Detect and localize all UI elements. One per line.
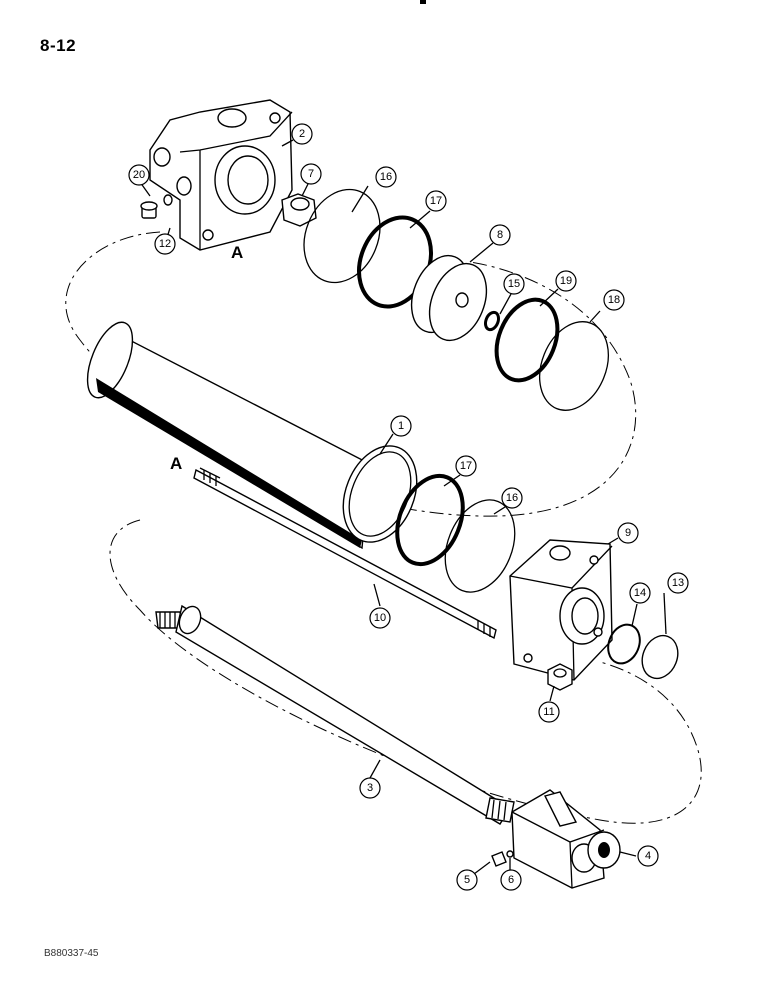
callout-3: 3 bbox=[359, 777, 381, 799]
svg-text:4: 4 bbox=[645, 850, 651, 862]
callout-6: 6 bbox=[500, 869, 522, 891]
svg-text:19: 19 bbox=[560, 275, 572, 287]
callout-1: 1 bbox=[390, 415, 412, 437]
callout-7: 7 bbox=[300, 163, 322, 185]
svg-text:2: 2 bbox=[299, 128, 305, 140]
svg-text:3: 3 bbox=[367, 782, 373, 794]
reference-letter-a-lower: A bbox=[170, 454, 182, 473]
plug-o-ring bbox=[163, 194, 173, 206]
svg-text:1: 1 bbox=[398, 420, 404, 432]
piston bbox=[410, 254, 488, 342]
callout-20: 20 bbox=[128, 164, 150, 186]
callout-8: 8 bbox=[489, 224, 511, 246]
piston-rod bbox=[155, 604, 515, 825]
callout-2: 2 bbox=[291, 123, 313, 145]
svg-text:8: 8 bbox=[497, 229, 503, 241]
callout-12: 12 bbox=[154, 233, 176, 255]
callout-10: 10 bbox=[369, 607, 391, 629]
set-screw bbox=[491, 851, 507, 867]
callout-17-lower: 17 bbox=[455, 455, 477, 477]
piston-o-ring-small bbox=[483, 310, 501, 332]
svg-text:15: 15 bbox=[508, 278, 520, 290]
rod-end-cap bbox=[509, 539, 613, 681]
svg-text:16: 16 bbox=[506, 492, 518, 504]
piston-nut bbox=[281, 193, 317, 227]
upper-phantom-outline bbox=[65, 231, 637, 517]
svg-text:18: 18 bbox=[608, 294, 620, 306]
callout-13: 13 bbox=[667, 572, 689, 594]
callout-17-upper: 17 bbox=[425, 190, 447, 212]
wear-ring bbox=[539, 321, 609, 411]
callout-9: 9 bbox=[617, 522, 639, 544]
callout-5: 5 bbox=[456, 869, 478, 891]
callout-11: 11 bbox=[538, 701, 560, 723]
svg-text:17: 17 bbox=[460, 460, 472, 472]
svg-text:11: 11 bbox=[543, 706, 554, 718]
svg-text:16: 16 bbox=[380, 171, 392, 183]
svg-text:6: 6 bbox=[508, 874, 514, 886]
head-end-cap bbox=[149, 99, 293, 251]
backup-ring-upper bbox=[303, 188, 381, 284]
leader-lines bbox=[139, 139, 667, 875]
svg-text:20: 20 bbox=[133, 169, 145, 181]
svg-text:13: 13 bbox=[672, 577, 684, 589]
svg-text:5: 5 bbox=[464, 874, 470, 886]
piston-seal bbox=[494, 297, 560, 383]
svg-text:10: 10 bbox=[374, 612, 386, 624]
svg-text:12: 12 bbox=[159, 238, 171, 250]
cylinder-barrel bbox=[86, 321, 418, 550]
callout-16-lower: 16 bbox=[501, 487, 523, 509]
page-edge-fragment bbox=[420, 0, 426, 4]
tie-rod bbox=[193, 467, 497, 640]
page-number: 8-12 bbox=[40, 36, 77, 55]
o-ring-lower bbox=[395, 473, 465, 567]
svg-text:17: 17 bbox=[430, 195, 442, 207]
lower-phantom-outline bbox=[109, 519, 702, 824]
svg-text:7: 7 bbox=[308, 168, 314, 180]
drawing-code: B880337-45 bbox=[44, 948, 99, 959]
tie-rod-nut bbox=[547, 663, 573, 691]
plug bbox=[140, 201, 158, 219]
rod-wiper bbox=[641, 634, 679, 680]
callout-14: 14 bbox=[629, 582, 651, 604]
callout-4: 4 bbox=[637, 845, 659, 867]
svg-text:14: 14 bbox=[634, 587, 646, 599]
callout-15: 15 bbox=[503, 273, 525, 295]
svg-text:9: 9 bbox=[625, 527, 631, 539]
ball bbox=[506, 850, 514, 858]
callout-18: 18 bbox=[603, 289, 625, 311]
reference-letter-a-upper: A bbox=[231, 243, 243, 262]
callout-16-upper: 16 bbox=[375, 166, 397, 188]
callout-19: 19 bbox=[555, 270, 577, 292]
backup-ring-lower bbox=[444, 499, 516, 593]
rod-clevis bbox=[511, 789, 621, 889]
